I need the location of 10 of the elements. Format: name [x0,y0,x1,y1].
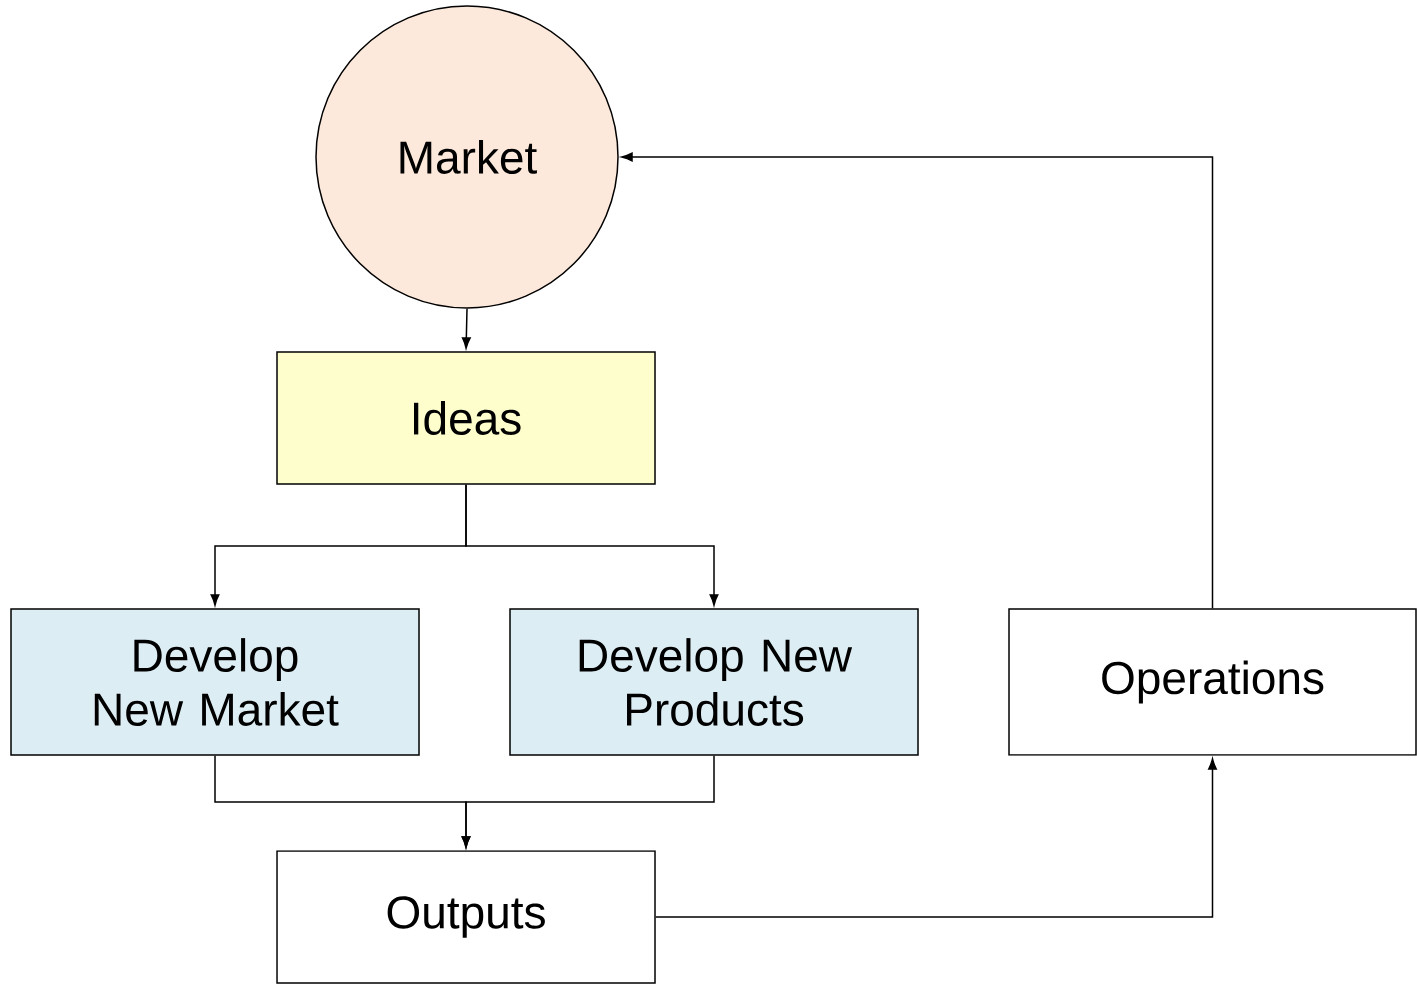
arrow [655,758,1217,918]
process-box: Outputs [276,850,656,984]
process-box: Develop New Products [509,608,919,756]
arrow [461,755,715,848]
process-box: Ideas [276,351,656,485]
arrow [621,152,1214,609]
arrow [461,308,471,349]
process-box: Operations [1008,608,1417,756]
process-box: Develop New Market [10,608,420,756]
arrow [465,484,719,606]
